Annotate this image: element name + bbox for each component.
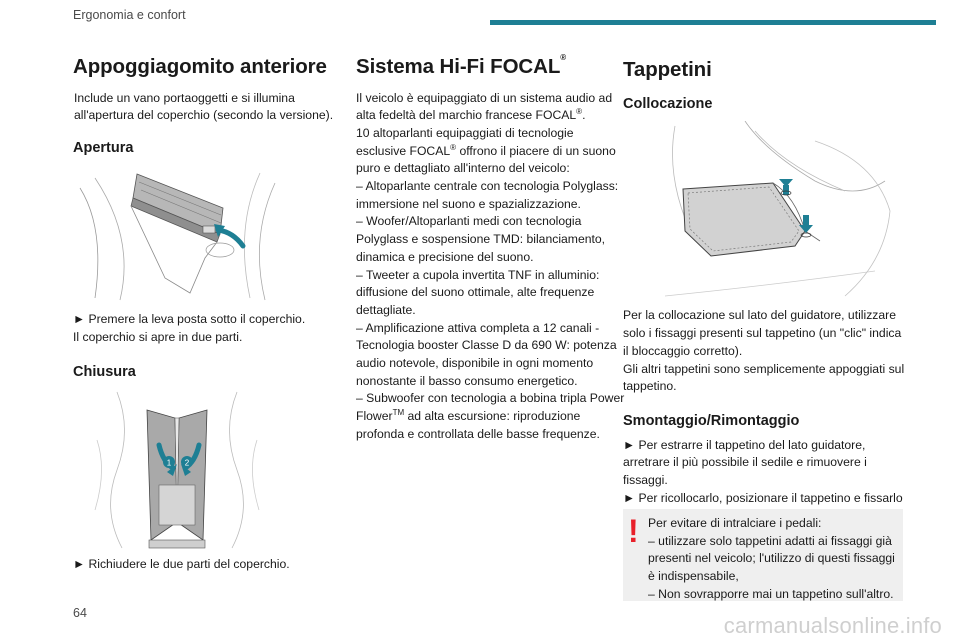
smontaggio-heading: Smontaggio/Rimontaggio: [623, 412, 800, 429]
warning-icon: !: [628, 513, 639, 549]
hifi-feature-list: – Altoparlante centrale con tecnologia P…: [356, 178, 626, 443]
chiusura-heading: Chiusura: [73, 364, 136, 381]
closing-step-2-label: 2: [185, 459, 190, 468]
apertura-heading: Apertura: [73, 140, 134, 156]
hifi-p1-end: .: [582, 108, 586, 123]
hifi-title: Sistema Hi-Fi FOCAL®: [356, 53, 626, 80]
hifi-title-text: Sistema Hi-Fi FOCAL: [356, 55, 561, 78]
hifi-p2-end: offrono il piacere di un suono puro e de…: [356, 143, 616, 176]
warning-box: ! Per evitare di intralciare i pedali: –…: [623, 509, 903, 601]
hifi-p2-text: 10 altoparlanti equipaggiati di tecnolog…: [356, 126, 574, 158]
hifi-paragraph-2: 10 altoparlanti equipaggiati di tecnolog…: [356, 125, 626, 178]
hifi-title-registered: ®: [560, 53, 567, 62]
mats-title: Tappetini: [623, 58, 712, 81]
armrest-intro: Include un vano portaoggetti e si illumi…: [74, 90, 334, 123]
column-armrest: Appoggiagomito anteriore Include un vano…: [73, 54, 335, 574]
collocazione-heading: Collocazione: [623, 95, 713, 112]
hifi-p1-text: Il veicolo è equipaggiato di un sistema …: [356, 90, 613, 123]
apertura-steps: ► Premere la leva posta sotto il coperch…: [73, 311, 306, 344]
column-mats: Tappetini Collocazione Per la collocazio…: [623, 54, 905, 543]
armrest-title: Appoggiagomito anteriore: [73, 55, 327, 78]
armrest-closing-illustration: 1 2: [94, 391, 260, 549]
header-accent-bar: [490, 20, 936, 25]
closing-step-1-label: 1: [167, 459, 172, 468]
site-watermark: carmanualsonline.info: [723, 613, 942, 638]
hifi-trademark: TM: [392, 408, 405, 417]
running-header: Ergonomia e confort: [73, 8, 186, 22]
chiusura-steps: ► Richiudere le due parti del coperchio.: [73, 557, 290, 572]
hifi-paragraph-1: Il veicolo è equipaggiato di un sistema …: [356, 90, 626, 125]
hifi-list-text: – Altoparlante centrale con tecnologia P…: [356, 179, 625, 423]
page-number: 64: [73, 606, 87, 620]
warning-text: Per evitare di intralciare i pedali: – u…: [648, 516, 895, 601]
floor-mat-illustration: [664, 121, 891, 297]
hifi-p1-registered: ®: [576, 107, 583, 117]
armrest-opening-illustration: [79, 172, 276, 300]
hifi-list-end: ad alta escursione: riproduzione profond…: [356, 409, 600, 441]
column-hifi: Sistema Hi-Fi FOCAL® Il veicolo è equipa…: [356, 53, 626, 443]
collocazione-text: Per la collocazione sul lato del guidato…: [623, 308, 905, 394]
hifi-p2-registered: ®: [450, 142, 457, 152]
